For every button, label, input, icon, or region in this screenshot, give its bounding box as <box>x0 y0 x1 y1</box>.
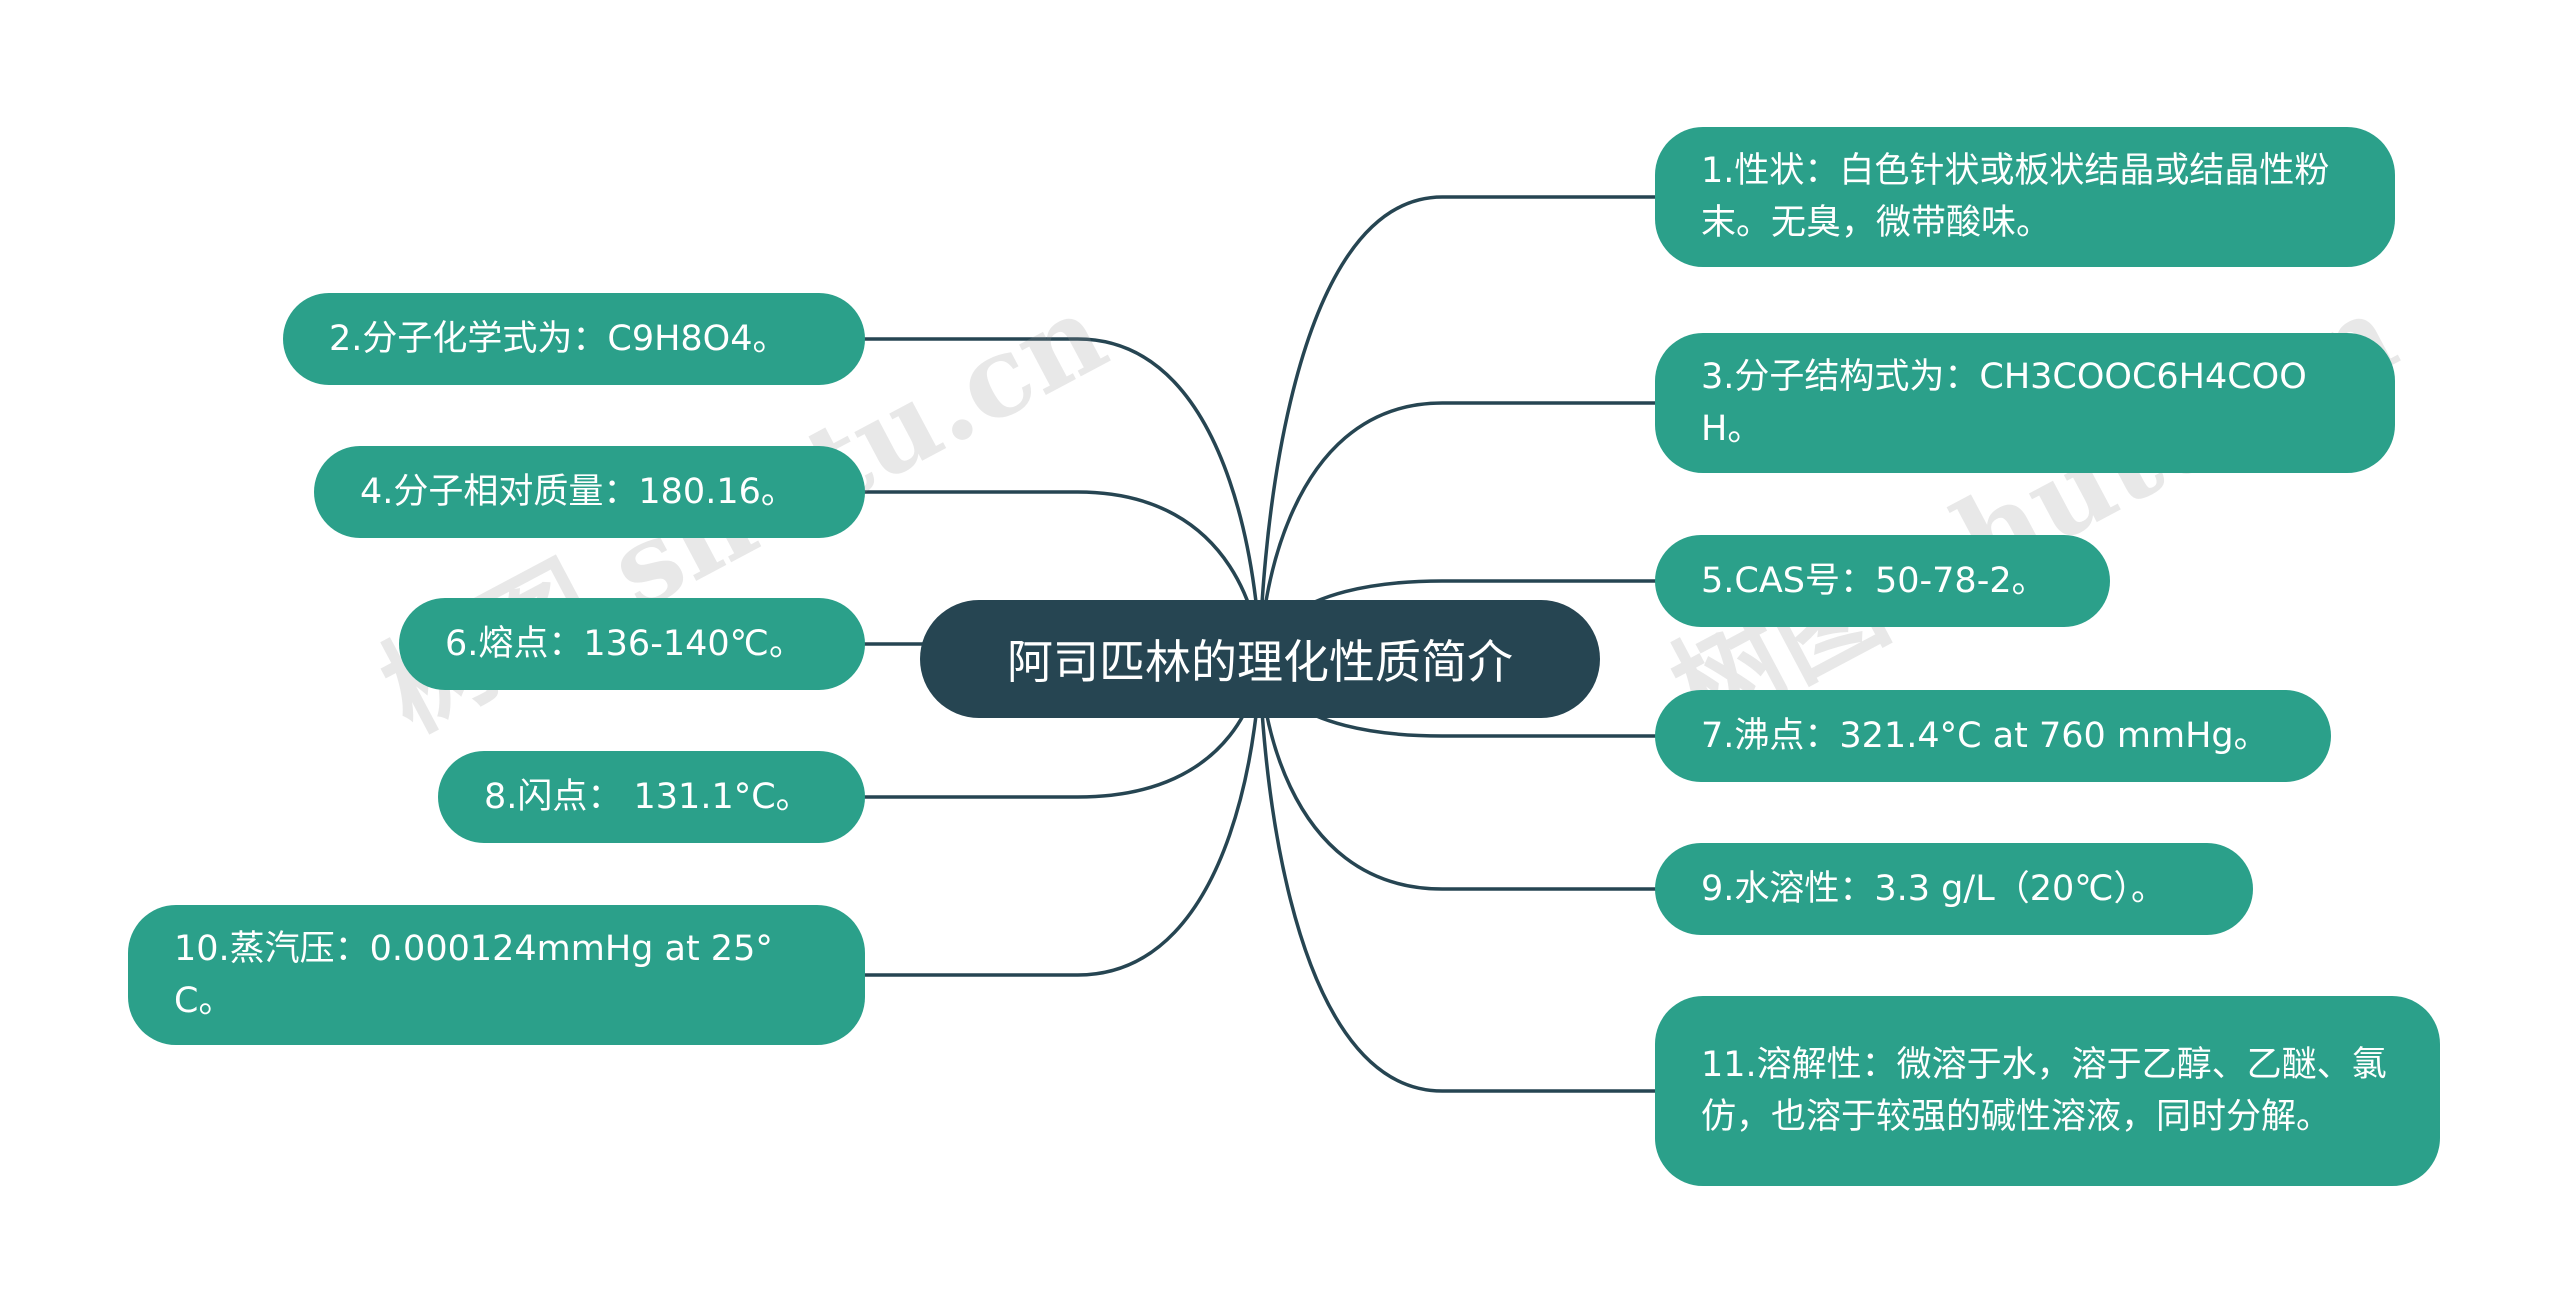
topic-4-label: 4.分子相对质量：180.16。 <box>360 472 796 512</box>
topic-10-label: 10.蒸汽压：0.000124mmHg at 25°C。 <box>174 929 773 1021</box>
topic-7-label: 7.沸点：321.4°C at 760 mmHg。 <box>1701 716 2269 756</box>
connector-1 <box>1258 195 1665 660</box>
topic-8-flash-point[interactable]: 8.闪点： 131.1°C。 <box>438 751 865 843</box>
topic-6-melting-point[interactable]: 6.熔点：136-140℃。 <box>399 598 865 690</box>
topic-11-label: 11.溶解性：微溶于水，溶于乙醇、乙醚、氯仿，也溶于较强的碱性溶液，同时分解。 <box>1701 1045 2387 1137</box>
topic-11-solubility[interactable]: 11.溶解性：微溶于水，溶于乙醇、乙醚、氯仿，也溶于较强的碱性溶液，同时分解。 <box>1655 996 2440 1186</box>
topic-5-cas[interactable]: 5.CAS号：50-78-2。 <box>1655 535 2110 627</box>
topic-9-label: 9.水溶性：3.3 g/L（20℃）。 <box>1701 869 2167 909</box>
topic-2-formula[interactable]: 2.分子化学式为：C9H8O4。 <box>283 293 865 385</box>
topic-1-label: 1.性状：白色针状或板状结晶或结晶性粉末。无臭，微带酸味。 <box>1701 151 2330 243</box>
topic-6-label: 6.熔点：136-140℃。 <box>445 624 804 664</box>
topic-3-structure[interactable]: 3.分子结构式为：CH3COOC6H4COOH。 <box>1655 333 2395 473</box>
topic-1-appearance[interactable]: 1.性状：白色针状或板状结晶或结晶性粉末。无臭，微带酸味。 <box>1655 127 2395 267</box>
topic-3-label: 3.分子结构式为：CH3COOC6H4COOH。 <box>1701 357 2307 449</box>
topic-2-label: 2.分子化学式为：C9H8O4。 <box>329 319 788 359</box>
connector-11 <box>1258 658 1665 1093</box>
topic-7-boiling-point[interactable]: 7.沸点：321.4°C at 760 mmHg。 <box>1655 690 2331 782</box>
topic-10-vapor-pressure[interactable]: 10.蒸汽压：0.000124mmHg at 25°C。 <box>128 905 865 1045</box>
topic-5-label: 5.CAS号：50-78-2。 <box>1701 561 2047 601</box>
root-topic[interactable]: 阿司匹林的理化性质简介 <box>920 600 1600 718</box>
topic-9-water-solubility[interactable]: 9.水溶性：3.3 g/L（20℃）。 <box>1655 843 2253 935</box>
topic-8-label: 8.闪点： 131.1°C。 <box>484 777 811 817</box>
topic-4-molar-mass[interactable]: 4.分子相对质量：180.16。 <box>314 446 865 538</box>
